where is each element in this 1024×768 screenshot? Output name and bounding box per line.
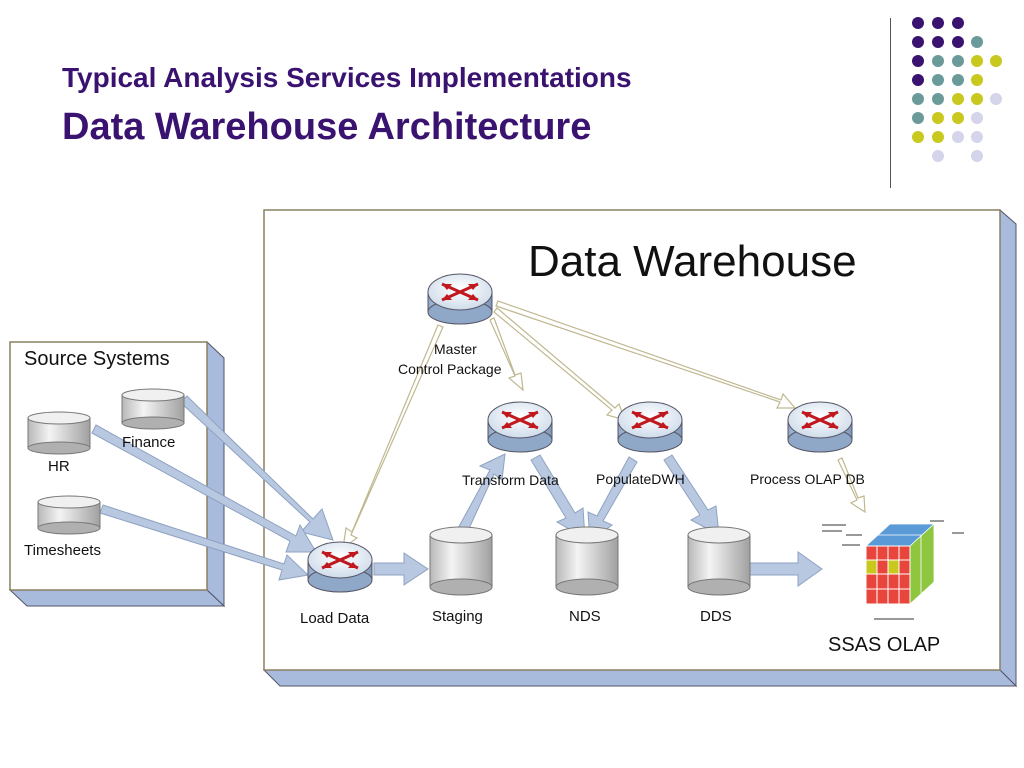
- staging-database-icon: [429, 526, 493, 596]
- nds-label: NDS: [569, 608, 601, 625]
- dds-label: DDS: [700, 608, 732, 625]
- dds-database-icon: [687, 526, 751, 596]
- master-label-line1: Master: [434, 341, 477, 357]
- hr-label: HR: [48, 458, 70, 475]
- control-arrow-process-olap: [837, 457, 866, 514]
- router-icon-transform: [487, 401, 553, 453]
- populate-dwh-label: PopulateDWH: [596, 471, 685, 487]
- title-divider: [890, 18, 891, 188]
- transform-data-label: Transform Data: [462, 472, 559, 488]
- router-icon-process: [787, 401, 853, 453]
- router-icon-load: [307, 541, 373, 593]
- timesheets-label: Timesheets: [24, 542, 101, 559]
- nds-database-icon: [555, 526, 619, 596]
- staging-label: Staging: [432, 608, 483, 625]
- control-arrow-master-transform: [489, 317, 524, 392]
- control-arrow-master-process: [495, 300, 797, 409]
- decorative-dot-grid: [912, 17, 1002, 162]
- warehouse-title: Data Warehouse: [528, 237, 857, 286]
- finance-database-icon: [121, 388, 185, 430]
- flow-arrow-timesheets-load: [99, 504, 310, 581]
- source-systems-title: Source Systems: [24, 348, 170, 370]
- source-systems-box: [8, 340, 226, 608]
- olap-cube-icon: [822, 520, 964, 620]
- slide-subtitle: Data Warehouse Architecture: [62, 106, 592, 148]
- slide-title: Typical Analysis Services Implementation…: [62, 62, 632, 93]
- flow-arrow-hr-load: [91, 424, 317, 553]
- flow-arrow-dds-olap: [747, 551, 823, 587]
- flow-arrow-transform-nds: [530, 454, 586, 539]
- timesheets-database-icon: [37, 495, 101, 535]
- process-olap-label: Process OLAP DB: [750, 471, 865, 487]
- flow-arrow-populate-dds: [663, 454, 720, 536]
- load-data-label: Load Data: [300, 610, 370, 627]
- control-arrows: [342, 300, 866, 550]
- flow-arrow-load-staging: [373, 552, 429, 586]
- flow-arrow-finance-load: [179, 395, 334, 541]
- finance-label: Finance: [122, 434, 175, 451]
- ssas-olap-label: SSAS OLAP: [828, 634, 940, 656]
- router-icon-populate: [617, 401, 683, 453]
- hr-database-icon: [27, 411, 91, 455]
- flow-arrows: [91, 395, 823, 587]
- router-icon-master: [427, 273, 493, 325]
- master-label-line2: Control Package: [398, 361, 502, 377]
- flow-arrow-staging-transform: [456, 453, 506, 536]
